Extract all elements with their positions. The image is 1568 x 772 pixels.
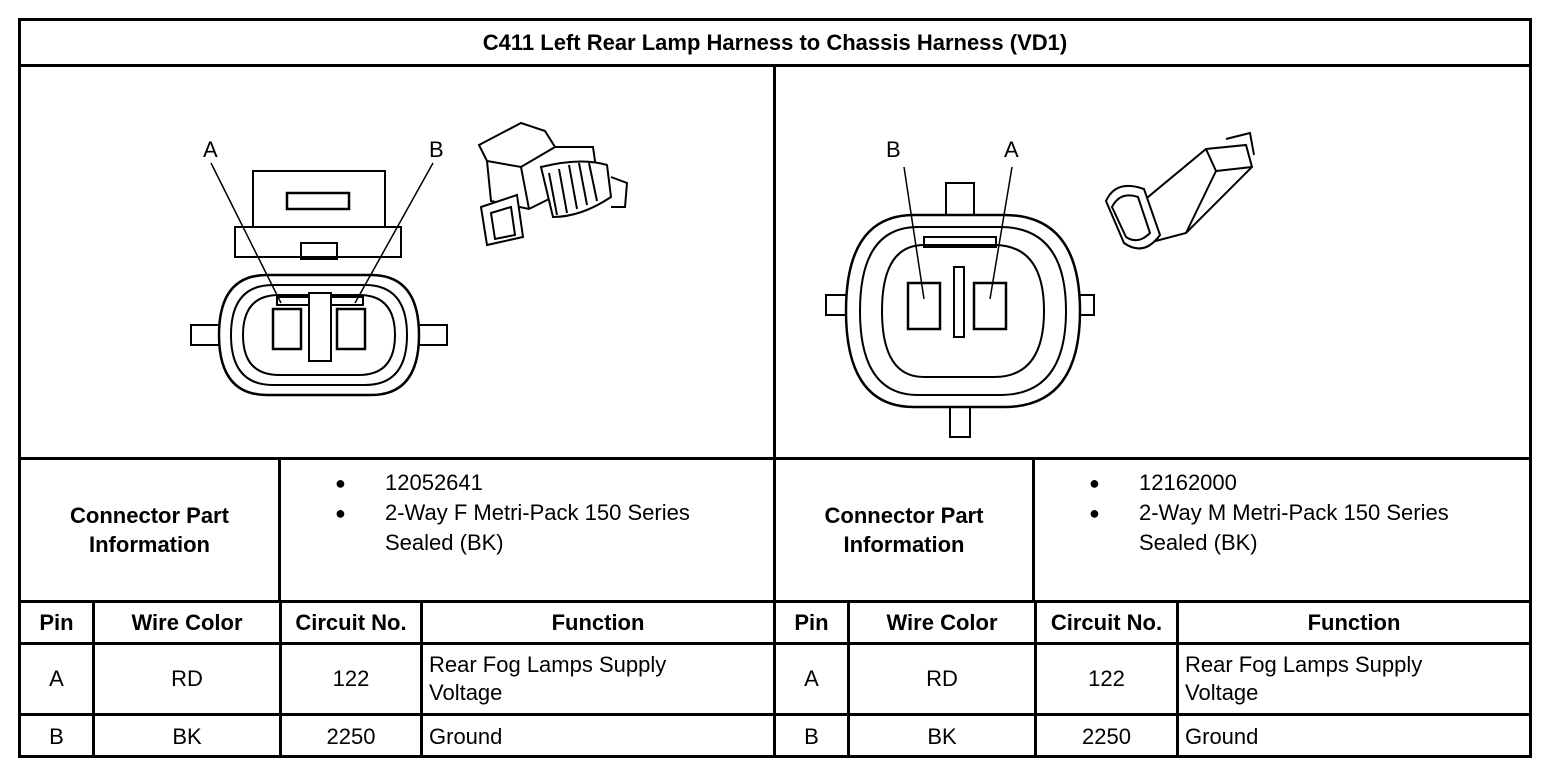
right-header-wire-color: Wire Color <box>886 609 998 635</box>
table-cell: A <box>49 666 64 691</box>
table-cell: Ground <box>1185 724 1259 749</box>
female-connector-photo <box>477 121 629 247</box>
table-cell: Ground <box>429 724 503 749</box>
right-part-list: ●12162000 ●2-Way M Metri-Pack 150 Series… <box>1035 460 1529 600</box>
list-item: ●2-Way M Metri-Pack 150 Series Sealed (B… <box>1089 500 1449 555</box>
right-header-pin: Pin <box>794 609 829 635</box>
left-header-pin: Pin <box>39 609 74 635</box>
pin-label-a: A <box>203 137 218 162</box>
left-header-wire-color: Wire Color <box>131 609 243 635</box>
male-connector-photo <box>1104 131 1255 250</box>
table-cell: RD <box>926 666 958 691</box>
left-header-function: Function <box>551 609 645 635</box>
female-connector-face <box>190 162 448 397</box>
page-title: C411 Left Rear Lamp Harness to Chassis H… <box>21 21 1529 67</box>
list-item: ●12162000 <box>1089 470 1237 495</box>
list-item: ●12052641 <box>335 470 483 495</box>
list-item: ●2-Way F Metri-Pack 150 Series Sealed (B… <box>335 500 690 555</box>
table-cell: 2250 <box>326 724 376 749</box>
right-connector-diagram: B A <box>776 67 1529 457</box>
table-cell: B <box>49 724 64 749</box>
table-cell: RD <box>171 666 203 691</box>
table-cell: 122 <box>332 666 370 691</box>
right-header-function: Function <box>1307 609 1401 635</box>
table-cell: BK <box>172 724 202 749</box>
table-cell: A <box>804 666 819 691</box>
table-cell: 2250 <box>1082 724 1131 749</box>
pin-label-a: A <box>1004 137 1019 162</box>
table-cell: Rear Fog Lamps Supply Voltage <box>429 652 667 705</box>
left-connector-part-label: Connector Part Information <box>70 503 229 557</box>
right-connector-part-label: Connector Part Information <box>824 503 984 557</box>
pinout-table: C411 Left Rear Lamp Harness to Chassis H… <box>18 18 1532 758</box>
pin-label-b: B <box>886 137 901 162</box>
left-part-list: ●12052641 ●2-Way F Metri-Pack 150 Series… <box>281 460 773 600</box>
table-cell: Rear Fog Lamps Supply Voltage <box>1185 652 1423 705</box>
table-cell: BK <box>927 724 957 749</box>
table-cell: 122 <box>1088 666 1125 691</box>
left-connector-diagram: A B <box>21 67 773 457</box>
right-header-circuit: Circuit No. <box>1050 609 1163 635</box>
pin-label-b: B <box>429 137 444 162</box>
male-connector-face <box>825 166 1095 438</box>
left-header-circuit: Circuit No. <box>295 609 407 635</box>
table-cell: B <box>804 724 819 749</box>
